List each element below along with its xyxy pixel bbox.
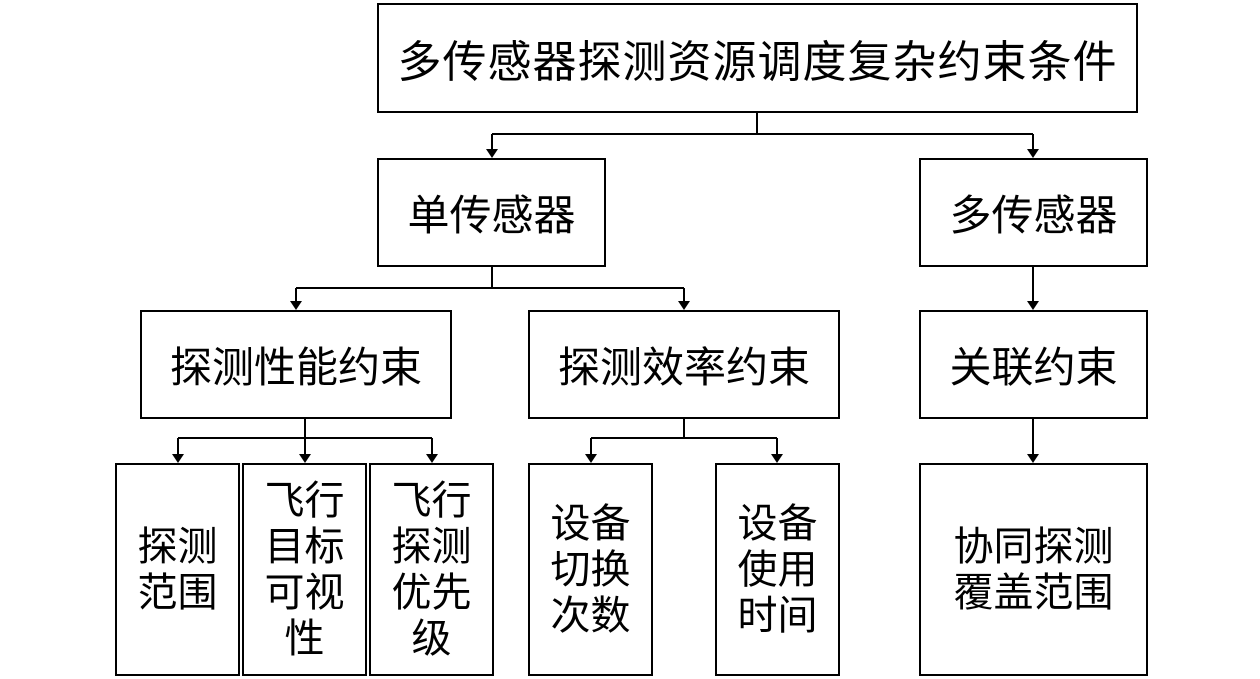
target-visibility-line-1: 飞行: [264, 477, 345, 524]
switch-count-line-2: 切换: [550, 546, 631, 593]
node-multi-sensor: 多传感器: [919, 158, 1148, 267]
leaf-detection-range: 探测 范围: [115, 463, 240, 676]
switch-count-line-3: 次数: [550, 592, 631, 639]
arrow-to-range: [172, 454, 184, 463]
arrow-to-usage-time: [771, 454, 783, 463]
leaf-target-visibility: 飞行 目标 可视 性: [242, 463, 367, 676]
detection-priority-line-1: 飞行: [391, 477, 472, 524]
switch-count-line-1: 设备: [550, 500, 631, 547]
root-label: 多传感器探测资源调度复杂约束条件: [397, 37, 1118, 88]
usage-time-line-1: 设备: [737, 500, 818, 547]
leaf-switch-count: 设备 切换 次数: [528, 463, 653, 676]
detection-priority-line-4: 级: [411, 615, 452, 662]
arrow-to-efficiency: [678, 301, 690, 310]
efficiency-constraint-label: 探测效率约束: [557, 343, 810, 392]
arrow-to-correlation: [1027, 301, 1039, 310]
connector-root: [491, 113, 1034, 150]
arrow-to-multi: [1027, 149, 1039, 158]
detection-range-line-2: 范围: [137, 569, 218, 616]
coverage-range-line-2: 覆盖范围: [953, 569, 1114, 616]
arrow-to-coverage: [1027, 454, 1039, 463]
node-performance-constraint: 探测性能约束: [140, 310, 452, 419]
arrow-to-switch-count: [585, 454, 597, 463]
root-node: 多传感器探测资源调度复杂约束条件: [377, 3, 1138, 113]
usage-time-line-3: 时间: [737, 592, 818, 639]
arrow-to-priority: [426, 454, 438, 463]
target-visibility-line-2: 目标: [264, 523, 345, 570]
arrow-to-performance: [290, 301, 302, 310]
arrow-to-visibility: [299, 454, 311, 463]
connector-efficiency: [590, 419, 778, 455]
correlation-constraint-label: 关联约束: [949, 343, 1118, 392]
node-correlation-constraint: 关联约束: [919, 310, 1148, 419]
connector-single: [295, 267, 685, 302]
target-visibility-line-4: 性: [284, 615, 325, 662]
performance-constraint-label: 探测性能约束: [169, 343, 422, 392]
multi-sensor-label: 多传感器: [949, 191, 1118, 240]
node-efficiency-constraint: 探测效率约束: [528, 310, 840, 419]
arrow-to-single: [486, 149, 498, 158]
leaf-usage-time: 设备 使用 时间: [715, 463, 840, 676]
usage-time-line-2: 使用: [737, 546, 818, 593]
leaf-detection-priority: 飞行 探测 优先 级: [369, 463, 494, 676]
connector-performance: [177, 419, 433, 455]
leaf-coverage-range: 协同探测 覆盖范围: [919, 463, 1148, 676]
target-visibility-line-3: 可视: [264, 569, 345, 616]
detection-priority-line-2: 探测: [391, 523, 472, 570]
single-sensor-label: 单传感器: [407, 191, 576, 240]
coverage-range-line-1: 协同探测: [953, 523, 1114, 570]
detection-range-line-1: 探测: [137, 523, 218, 570]
detection-priority-line-3: 优先: [391, 569, 472, 616]
node-single-sensor: 单传感器: [377, 158, 606, 267]
